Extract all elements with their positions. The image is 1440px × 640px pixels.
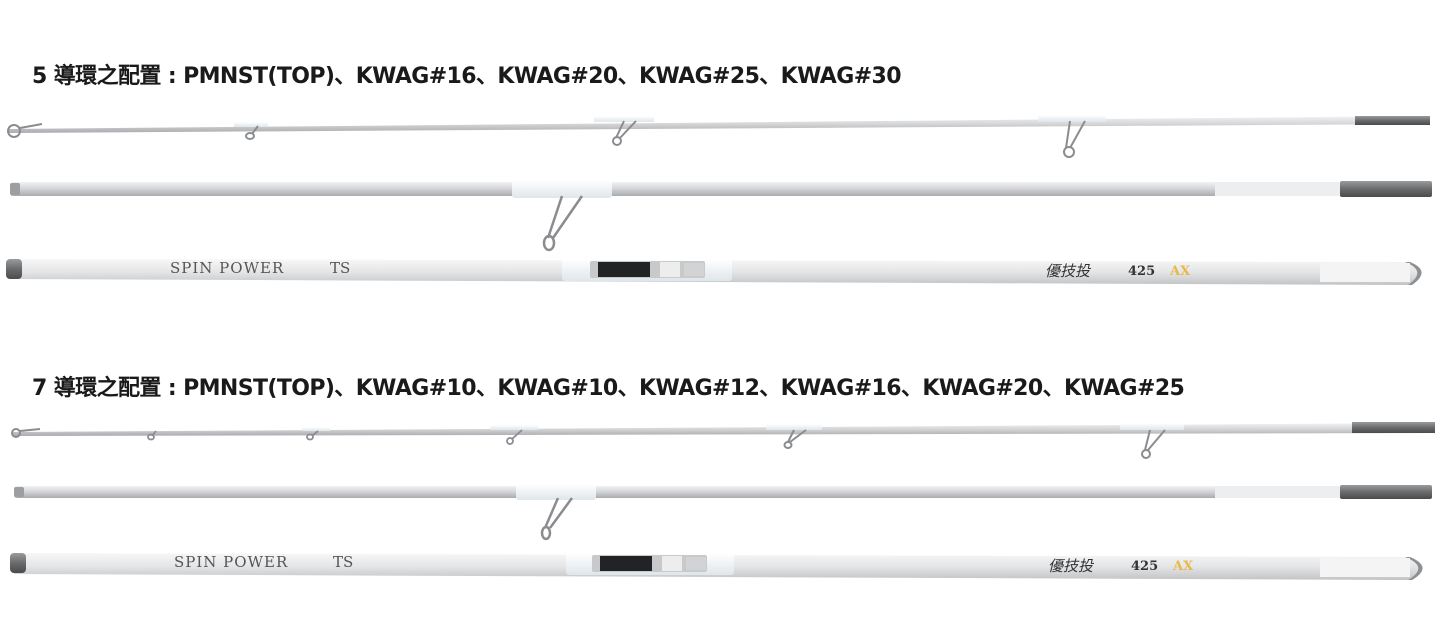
rod2-tip-section	[11, 422, 1435, 459]
rod1-tip-ferrule	[1355, 116, 1430, 125]
rod2-top-guide-icon	[11, 428, 41, 438]
rod2-guide-icon	[302, 427, 330, 441]
rod1-guide-icon	[512, 180, 612, 252]
rod1-guide-icon	[1038, 115, 1106, 158]
rod2-grade-label: AX	[1172, 559, 1194, 574]
rod2-middle-ferrule	[1340, 485, 1432, 499]
rod2-butt-section	[10, 553, 1423, 580]
rod1-butt-section	[6, 259, 1422, 285]
rod2-brand-label: SPIN POWER	[174, 553, 288, 571]
rod1-middle-ferrule	[1340, 181, 1432, 197]
rod1-reel-seat	[590, 261, 705, 278]
rod2-middle-section	[14, 484, 1432, 541]
rod1-grade-label: AX	[1169, 264, 1191, 279]
rod1-guide-icon	[594, 116, 654, 146]
rod1-middle-section	[10, 180, 1432, 252]
rod2-kanji-label: 優技投	[1048, 557, 1095, 575]
guide-config-heading-7: 7 導環之配置 : PMNST(TOP)、KWAG#10、KWAG#10、KWA…	[32, 376, 1185, 401]
rod1-length-label: 425	[1128, 264, 1155, 279]
rod1-kanji-label: 優技投	[1045, 262, 1092, 280]
rod2-guide-icon	[147, 430, 157, 441]
guide-config-heading-5: 5 導環之配置 : PMNST(TOP)、KWAG#16、KWAG#20、KWA…	[32, 64, 902, 89]
rod2-guide-icon	[490, 425, 538, 445]
rod2-guide-icon	[766, 424, 822, 449]
rod2-guide-icon	[516, 484, 596, 541]
rod2-guide-icon	[1120, 423, 1184, 459]
rod1-tip-section	[7, 115, 1430, 158]
rod1-series-label: TS	[330, 259, 350, 277]
rod2-series-label: TS	[333, 553, 353, 571]
rod2-tip-ferrule	[1352, 422, 1435, 433]
rod2-reel-seat	[592, 555, 707, 572]
rod1-guide-icon	[234, 122, 268, 140]
rod1-top-guide-icon	[7, 123, 43, 138]
rod2-length-label: 425	[1131, 559, 1158, 574]
rod1-brand-label: SPIN POWER	[170, 259, 284, 277]
